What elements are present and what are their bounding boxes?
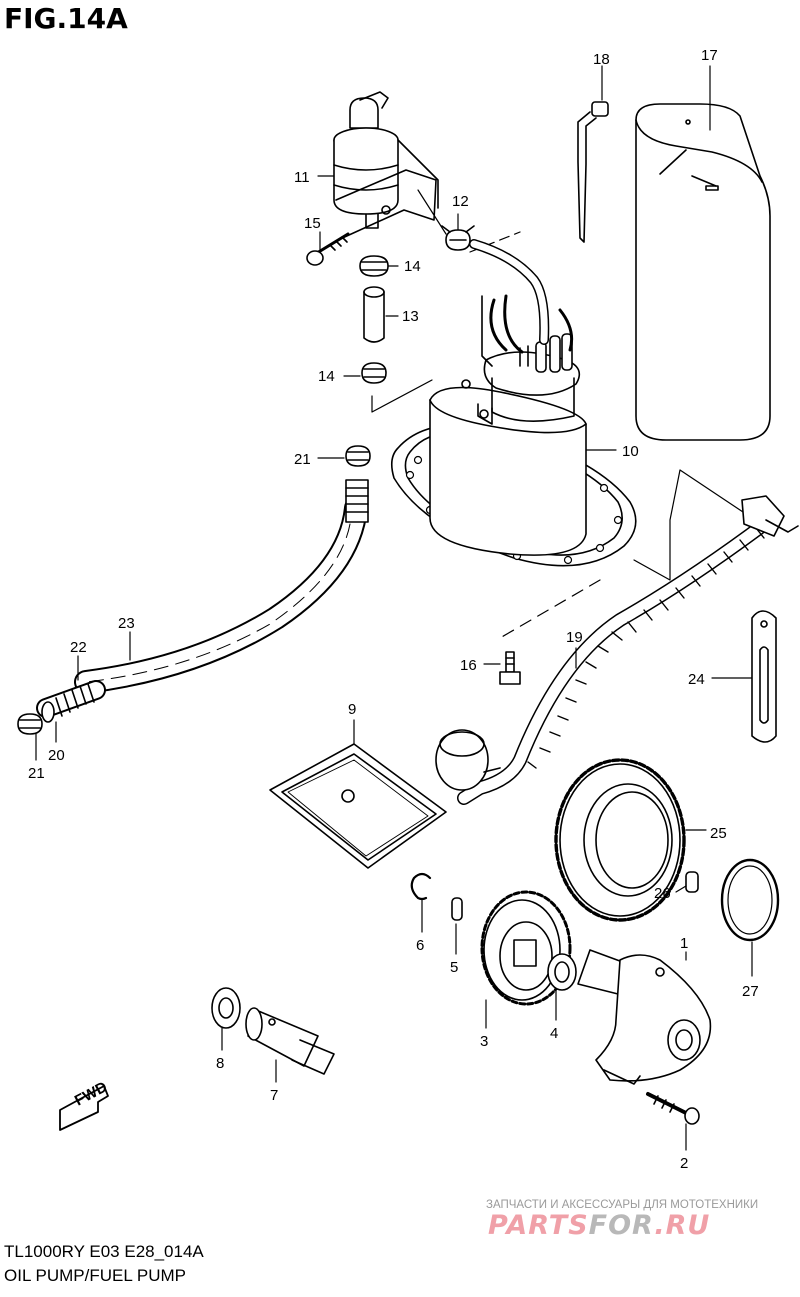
callout-8: 8 [216, 1055, 224, 1072]
part-23-hose [74, 496, 368, 694]
callout-labels: 1 2 3 4 5 6 7 8 9 10 11 12 13 14 14 15 1… [28, 47, 759, 1172]
part-13-hose [363, 286, 385, 343]
callout-1: 1 [680, 935, 688, 952]
callout-10: 10 [622, 443, 639, 460]
callout-11: 11 [294, 169, 310, 186]
callout-7: 7 [270, 1087, 278, 1104]
part-12-clip [441, 225, 475, 251]
callout-19: 19 [566, 629, 583, 646]
footer-model-code: TL1000RY E03 E28_014A [4, 1242, 204, 1261]
part-22-hose-end [36, 479, 369, 723]
callout-17: 17 [701, 47, 718, 64]
callout-23: 23 [118, 615, 135, 632]
watermark-logo-part3: .RU [654, 1210, 711, 1241]
callout-9: 9 [348, 701, 356, 718]
callout-27: 27 [742, 983, 759, 1000]
leader-lines [35, 65, 753, 1151]
part-19-harness [435, 495, 799, 805]
callout-4: 4 [550, 1025, 558, 1042]
part-11-fuel-filter [333, 91, 439, 241]
part-5-pin [451, 897, 463, 921]
callout-14b: 14 [318, 368, 335, 385]
footer-section-name: OIL PUMP/FUEL PUMP [4, 1266, 186, 1285]
callout-24: 24 [688, 671, 705, 688]
callout-5: 5 [450, 959, 458, 976]
callout-12: 12 [452, 193, 469, 210]
watermark-tagline: ЗАПЧАСТИ И АКСЕССУАРЫ ДЛЯ МОТОТЕХНИКИ [486, 1199, 759, 1211]
part-26-pin [685, 871, 699, 893]
part-16-bolt [499, 651, 521, 685]
part-14-clip-lower [361, 362, 387, 384]
callout-22: 22 [70, 639, 87, 656]
callout-21a: 21 [294, 451, 311, 468]
callout-14a: 14 [404, 258, 421, 275]
part-4-washer [547, 953, 577, 991]
callout-20: 20 [48, 747, 65, 764]
callout-6: 6 [416, 937, 424, 954]
callout-25: 25 [710, 825, 727, 842]
callout-16: 16 [460, 657, 477, 674]
part-15-screw [306, 232, 350, 266]
watermark-logo: PARTSFOR.RU [488, 1210, 710, 1241]
part-10-fuel-pump [390, 239, 637, 567]
part-17-cover [635, 103, 771, 441]
callout-26: 26 [654, 885, 671, 902]
part-8-washer [211, 987, 241, 1029]
part-25-gear [554, 758, 686, 922]
part-6-circlip [410, 872, 432, 901]
part-7-shaft [245, 1007, 335, 1075]
part-21-clip-lower [17, 713, 43, 735]
watermark-logo-part1: PARTS [488, 1210, 589, 1241]
callout-13: 13 [402, 308, 419, 325]
callout-18: 18 [593, 51, 610, 68]
part-14-clip-upper [359, 255, 389, 277]
fwd-direction-arrow: FWD [59, 1078, 110, 1131]
part-27-snap-ring [720, 858, 780, 942]
part-21-clip-upper [345, 445, 371, 467]
part-2-screw [646, 1092, 700, 1125]
callout-3: 3 [480, 1033, 488, 1050]
part-24-holder [751, 610, 777, 743]
watermark-logo-part2: FOR [588, 1210, 655, 1241]
part-18-band [577, 101, 609, 243]
figure-title: FIG.14A [4, 2, 128, 35]
callout-15: 15 [304, 215, 321, 232]
callout-21b: 21 [28, 765, 45, 782]
part-1-oil-pump [577, 949, 712, 1085]
callout-2: 2 [680, 1155, 688, 1172]
part-9-strainer [269, 743, 447, 869]
